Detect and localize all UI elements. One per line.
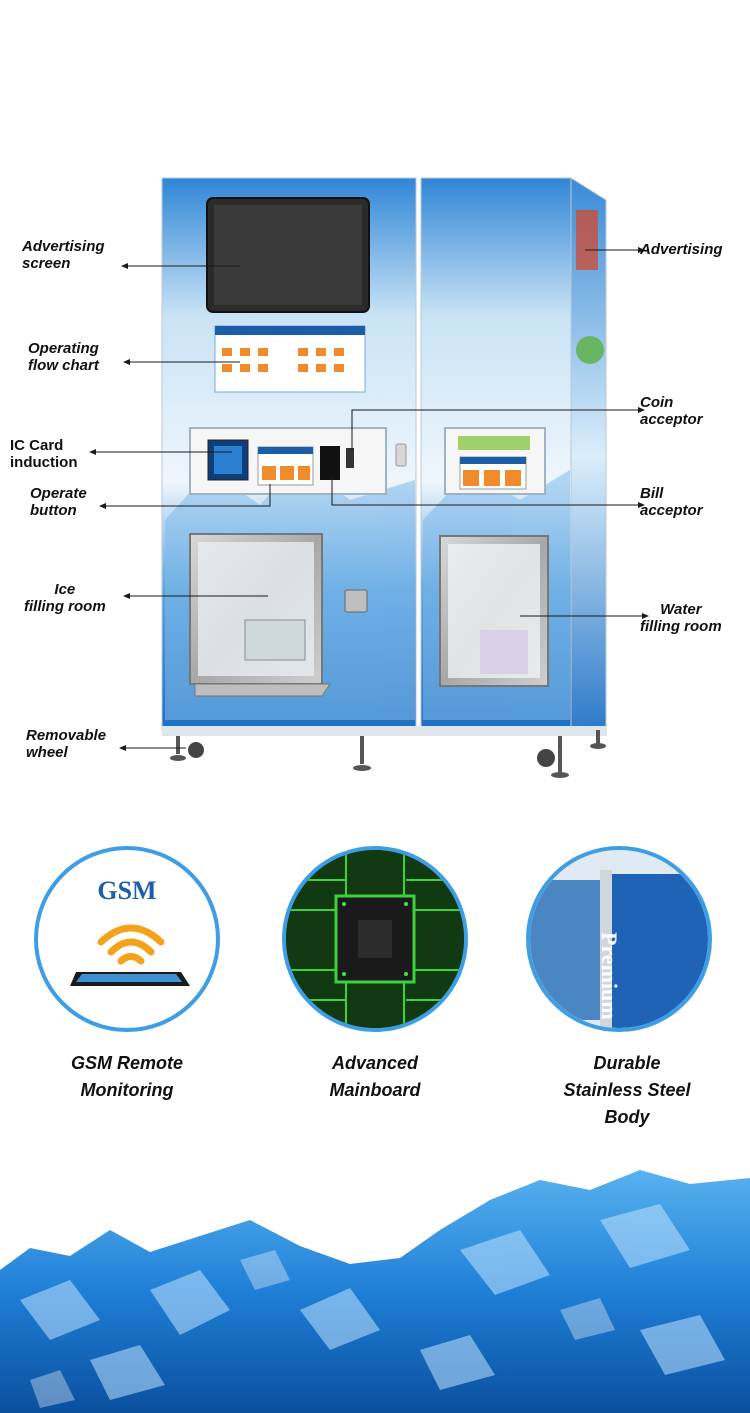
steel-feature-label: Durable Stainless Steel Body	[563, 1053, 691, 1127]
callout-water-filling-room: Water filling room	[640, 601, 722, 635]
callout-ic-card-induction: IC Card induction	[10, 437, 78, 471]
mainboard-feature-label: Advanced Mainboard	[329, 1053, 421, 1100]
callout-operating-flow-chart: Operating flow chart	[28, 340, 99, 374]
callout-advertising: Advertising	[640, 241, 723, 258]
callout-advertising-screen: Advertising screen	[22, 238, 105, 272]
stainless-steel-circle: Premium	[526, 846, 712, 1032]
callout-removable-wheel: Removable wheel	[26, 727, 107, 761]
machine-illustration	[89, 177, 649, 778]
gsm-feature-label: GSM Remote Monitoring	[70, 1053, 184, 1100]
coin-slot	[346, 448, 354, 468]
callout-coin-acceptor: Coin acceptor	[640, 394, 703, 428]
mainboard-circle	[282, 846, 468, 1032]
gsm-logo: GSM	[97, 876, 157, 905]
callout-operate-button: Operate button	[30, 485, 87, 519]
chip-icon	[286, 850, 464, 1028]
ice-cubes-banner	[0, 1170, 750, 1413]
steel-panel-icon	[530, 850, 708, 1028]
flow-chart	[214, 325, 366, 393]
gsm-circle: GSM	[34, 846, 220, 1032]
callout-lines	[96, 249, 642, 749]
bill-slot	[320, 446, 340, 480]
wifi-tablet-icon	[70, 924, 190, 986]
callout-ice-filling-room: Ice filling room	[24, 581, 106, 615]
steel-card-text: Premium	[597, 932, 622, 1020]
callout-bill-acceptor: Bill acceptor	[640, 485, 703, 519]
